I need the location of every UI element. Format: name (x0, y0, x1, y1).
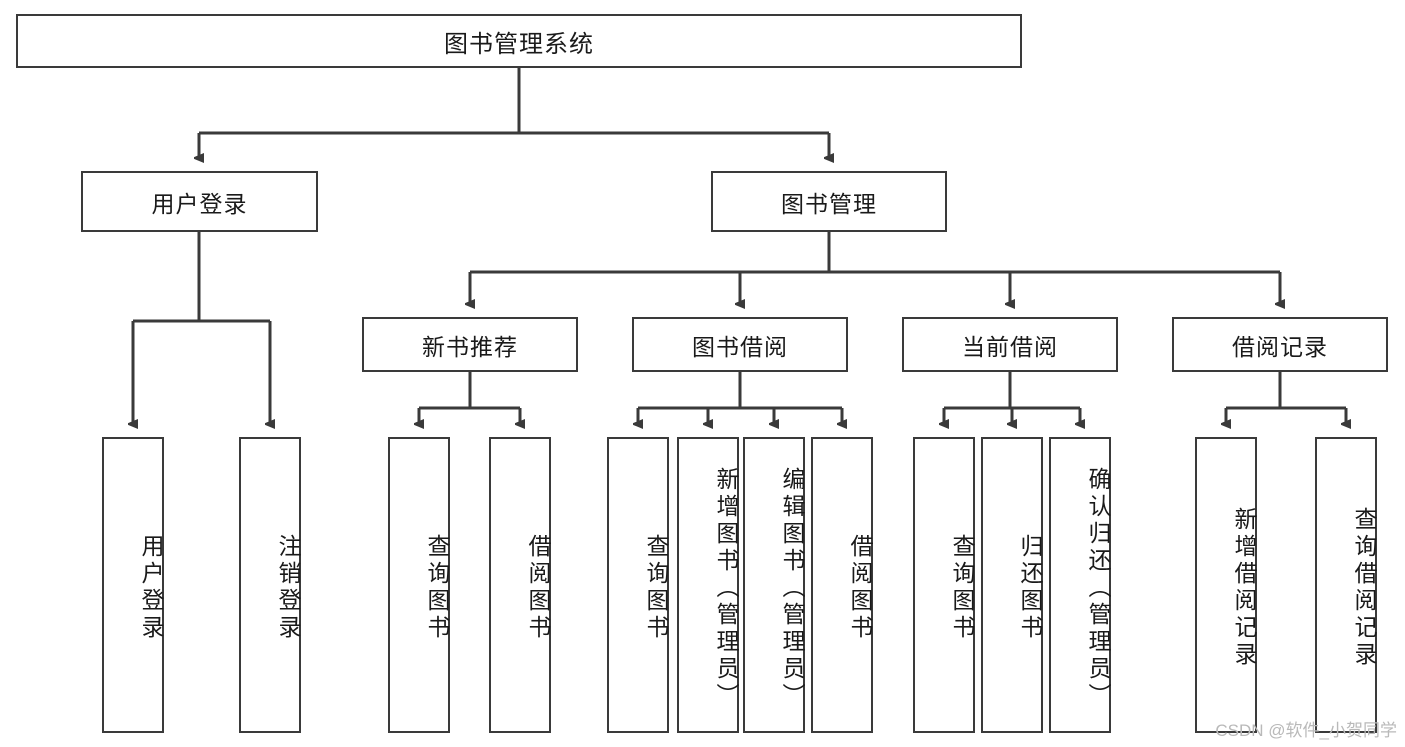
leaf-confirm-return[interactable]: 确认归还（管理员） (1049, 437, 1111, 733)
edge-group-new-book-recommend (419, 372, 520, 424)
node-new-book-recommend[interactable]: 新书推荐 (362, 317, 578, 372)
leaf-borrow-book-label: 借阅图书 (847, 534, 873, 642)
node-book-management-label: 图书管理 (781, 190, 877, 217)
leaf-return-book-label: 归还图书 (1017, 534, 1043, 642)
leaf-add-borrow-record[interactable]: 新增借阅记录 (1195, 437, 1257, 733)
leaf-borrow-book[interactable]: 借阅图书 (811, 437, 873, 733)
leaf-query-book-borrow-label: 查询图书 (643, 534, 669, 642)
edge-group-borrow-records (1226, 372, 1346, 424)
leaf-query-book-current[interactable]: 查询图书 (913, 437, 975, 733)
leaf-add-book-label: 新增图书（管理员） (713, 466, 739, 710)
node-current-borrow[interactable]: 当前借阅 (902, 317, 1118, 372)
leaf-user-login[interactable]: 用户登录 (102, 437, 164, 733)
node-book-borrow[interactable]: 图书借阅 (632, 317, 848, 372)
node-borrow-records-label: 借阅记录 (1232, 333, 1328, 360)
leaf-query-borrow-record[interactable]: 查询借阅记录 (1315, 437, 1377, 733)
leaf-user-login-label: 用户登录 (138, 534, 164, 642)
leaf-query-book-current-label: 查询图书 (949, 534, 975, 642)
edge-group-book-management (470, 232, 1280, 304)
node-book-management[interactable]: 图书管理 (711, 171, 947, 232)
edge-group-book-borrow (638, 372, 842, 424)
leaf-query-borrow-record-label: 查询借阅记录 (1351, 507, 1377, 669)
csdn-watermark: CSDN @软件_小贺同学 (1215, 721, 1397, 740)
leaf-logout[interactable]: 注销登录 (239, 437, 301, 733)
leaf-add-borrow-record-label: 新增借阅记录 (1231, 507, 1257, 669)
edge-group-user-login (133, 232, 270, 424)
leaf-query-book-recommend-label: 查询图书 (424, 534, 450, 642)
node-new-book-recommend-label: 新书推荐 (422, 333, 518, 360)
leaf-edit-book-label: 编辑图书（管理员） (779, 466, 805, 710)
leaf-return-book[interactable]: 归还图书 (981, 437, 1043, 733)
node-user-login[interactable]: 用户登录 (81, 171, 318, 232)
node-book-borrow-label: 图书借阅 (692, 333, 788, 360)
leaf-query-book-recommend[interactable]: 查询图书 (388, 437, 450, 733)
node-current-borrow-label: 当前借阅 (962, 333, 1058, 360)
leaf-add-book[interactable]: 新增图书（管理员） (677, 437, 739, 733)
node-root[interactable]: 图书管理系统 (16, 14, 1022, 68)
edge-group-current-borrow (944, 372, 1080, 424)
leaf-query-book-borrow[interactable]: 查询图书 (607, 437, 669, 733)
leaf-borrow-book-recommend-label: 借阅图书 (525, 534, 551, 642)
leaf-logout-label: 注销登录 (275, 534, 301, 642)
leaf-borrow-book-recommend[interactable]: 借阅图书 (489, 437, 551, 733)
edge-group-root (199, 68, 829, 158)
node-user-login-label: 用户登录 (151, 190, 248, 217)
leaf-confirm-return-label: 确认归还（管理员） (1085, 466, 1111, 710)
node-root-label: 图书管理系统 (444, 30, 594, 58)
leaf-edit-book[interactable]: 编辑图书（管理员） (743, 437, 805, 733)
node-borrow-records[interactable]: 借阅记录 (1172, 317, 1388, 372)
